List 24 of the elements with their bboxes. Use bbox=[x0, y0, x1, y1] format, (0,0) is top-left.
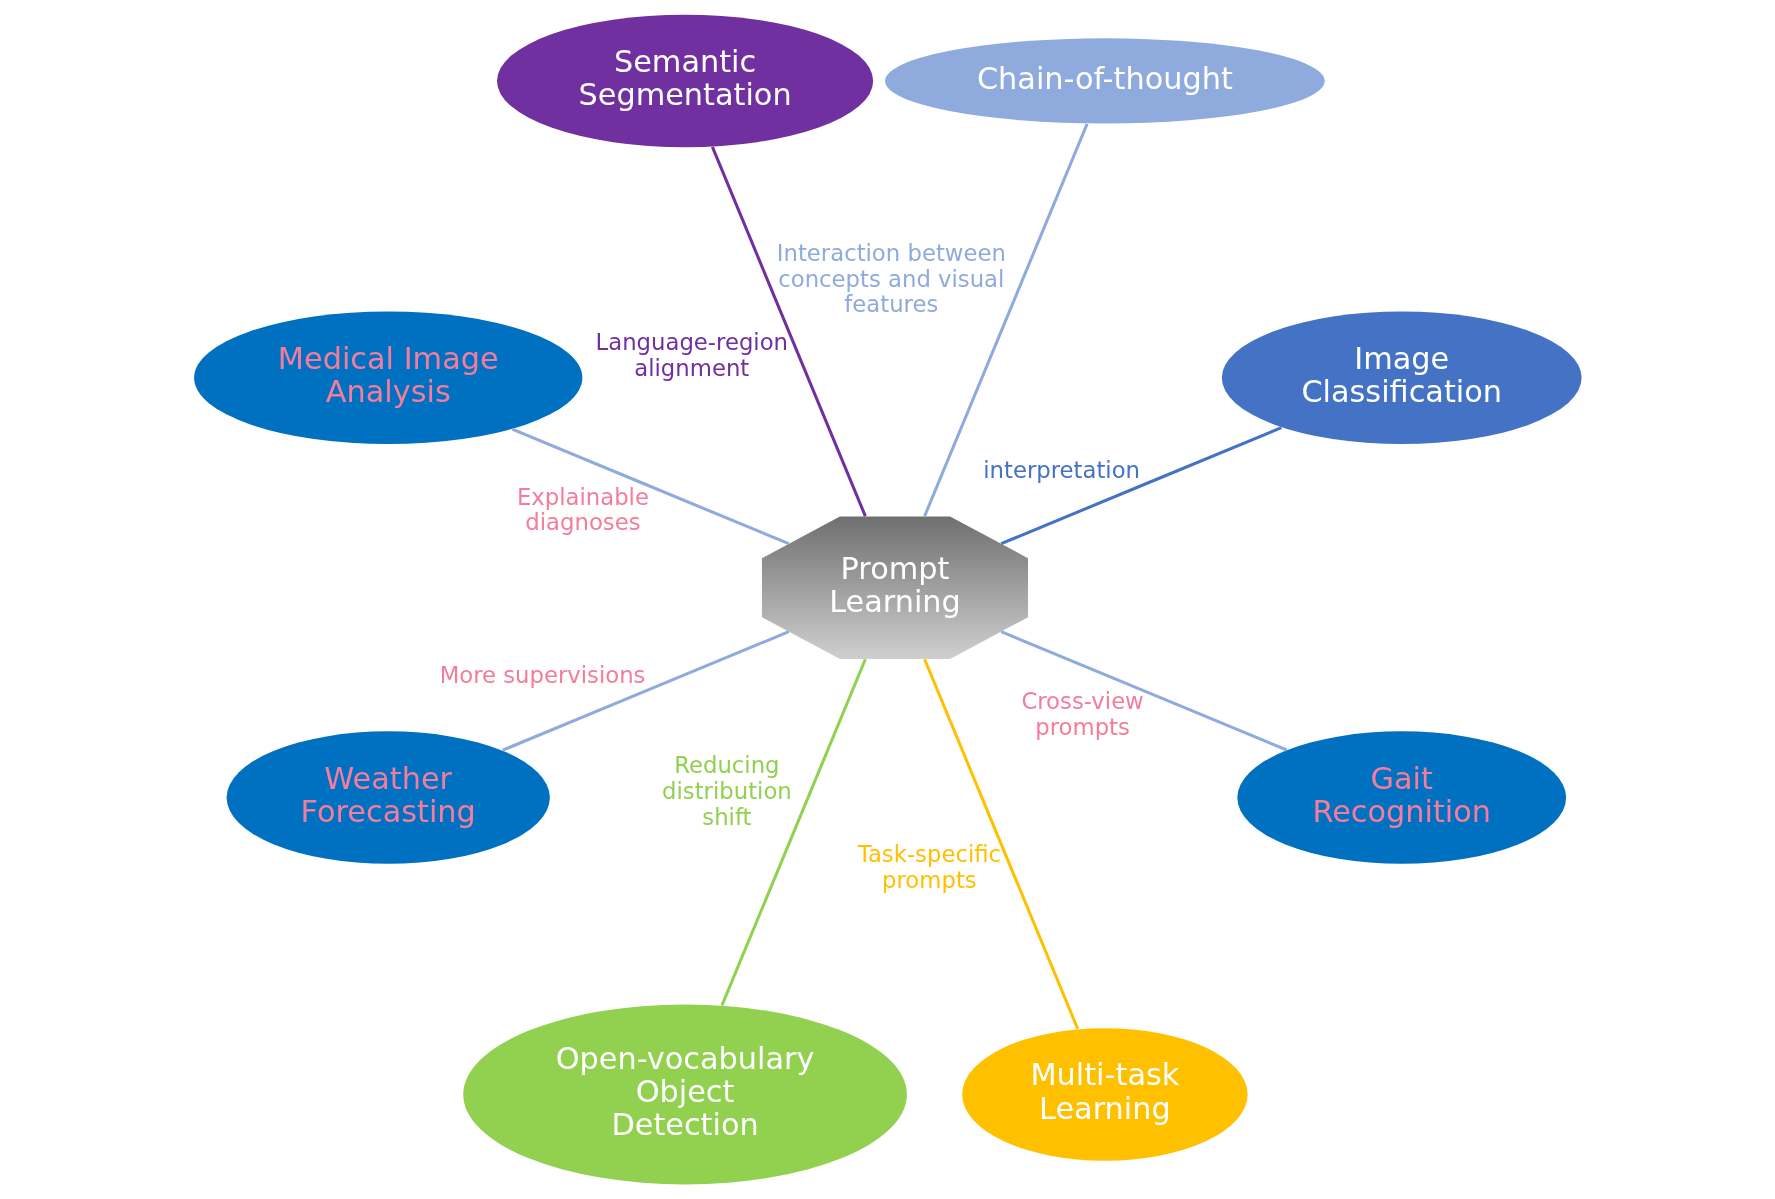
connector bbox=[922, 658, 1079, 1030]
edge-label: Cross-view prompts bbox=[1020, 688, 1144, 740]
connector bbox=[922, 123, 1088, 517]
node-ellipse: Multi-task Learning bbox=[961, 1028, 1248, 1161]
node-ellipse: Chain-of-thought bbox=[884, 38, 1325, 124]
node-ellipse: Image Classification bbox=[1221, 311, 1582, 445]
node-ellipse: Weather Forecasting bbox=[226, 731, 550, 864]
edge-label: Task-specific prompts bbox=[857, 841, 1001, 894]
connector bbox=[1000, 426, 1282, 546]
edge-label: interpretation bbox=[982, 457, 1140, 484]
connector bbox=[501, 630, 789, 752]
node-ellipse: Medical Image Analysis bbox=[193, 311, 582, 445]
connector bbox=[710, 146, 867, 517]
edge-label: Language-region alignment bbox=[595, 328, 788, 381]
edge-label: Explainable diagnoses bbox=[516, 483, 649, 536]
edge-label: More supervisions bbox=[439, 662, 645, 689]
connector bbox=[720, 658, 867, 1006]
node-ellipse: Gait Recognition bbox=[1236, 731, 1566, 864]
node-ellipse: Open-vocabulary Object Detection bbox=[462, 1004, 907, 1185]
edge-label: Interaction between concepts and visual features bbox=[776, 239, 1006, 318]
node-ellipse: Semantic Segmentation bbox=[496, 14, 873, 148]
edge-label: Reducing distribution shift bbox=[661, 752, 792, 830]
connector bbox=[511, 427, 789, 546]
connector bbox=[1000, 630, 1287, 752]
